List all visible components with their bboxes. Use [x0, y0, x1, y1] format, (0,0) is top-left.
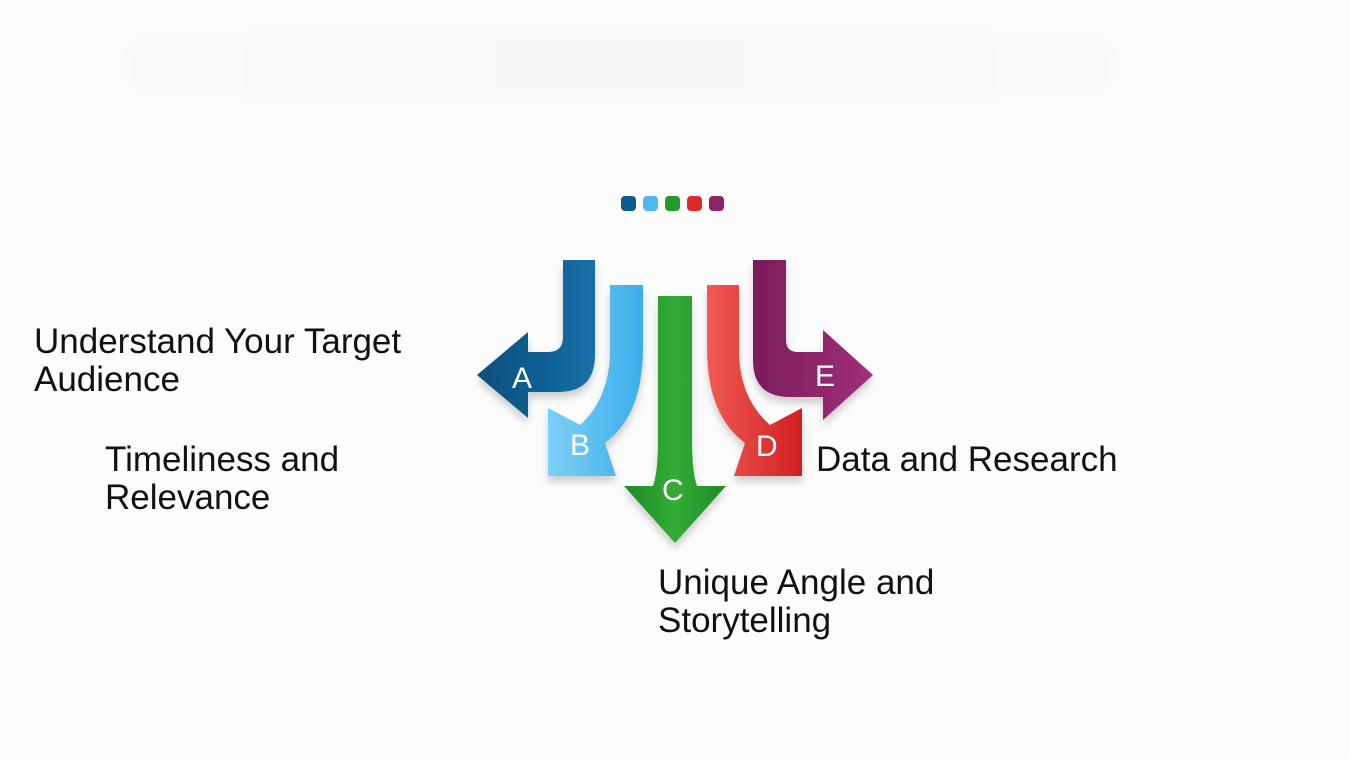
arrow-d: D [707, 285, 802, 476]
label-a-line-1: Understand Your Target [34, 322, 402, 361]
arrow-b: B [548, 285, 643, 476]
letter-b: B [570, 429, 590, 462]
letter-a: A [512, 362, 532, 395]
label-b-line-2: Relevance [105, 478, 271, 517]
label-b: Timeliness and Relevance [105, 441, 339, 517]
label-d: Data and Research [816, 441, 1118, 479]
label-c-line-2: Storytelling [658, 601, 832, 640]
letter-c: C [662, 474, 684, 507]
arrow-c: C [624, 296, 726, 543]
label-c-line-1: Unique Angle and [658, 563, 935, 602]
dot-e [709, 196, 724, 211]
letter-d: D [756, 430, 778, 463]
dot-d [687, 196, 702, 211]
label-a-line-2: Audience [34, 360, 180, 399]
color-dots [621, 196, 724, 211]
label-a: Understand Your Target Audience [34, 323, 401, 399]
dot-b [643, 196, 658, 211]
arrow-a: A [477, 260, 595, 418]
arrow-e: E [753, 260, 873, 420]
letter-e: E [815, 360, 835, 393]
dot-a [621, 196, 636, 211]
label-d-line-1: Data and Research [816, 440, 1118, 479]
faded-title-area [120, 30, 1120, 100]
dot-c [665, 196, 680, 211]
label-b-line-1: Timeliness and [105, 440, 340, 479]
label-c: Unique Angle and Storytelling [658, 564, 934, 640]
